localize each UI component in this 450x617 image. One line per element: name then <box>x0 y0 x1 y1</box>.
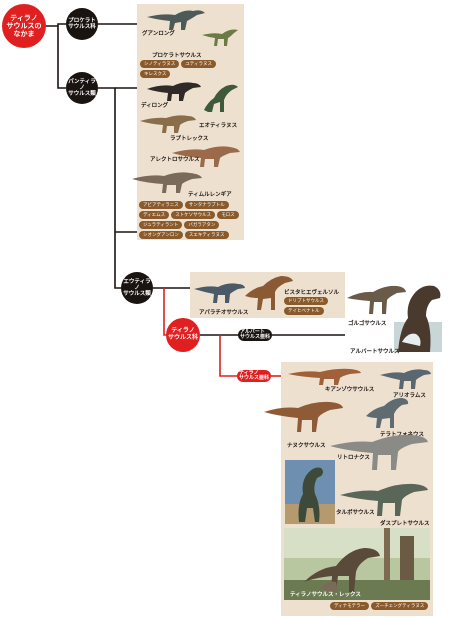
tag-yutyrannus: ユティラヌス <box>181 60 216 68</box>
nanuqsaurus-illustration <box>264 401 343 432</box>
proceratosauridae-tags: シノティラヌス ユティラヌス キレスクス <box>140 60 244 78</box>
appalachiosaurus-label: アパラチオサウルス <box>199 310 249 316</box>
tag-bagaraatan: バガラアタン <box>184 221 220 229</box>
tag-aviatyrannis: アビアティラニス <box>139 201 183 209</box>
proceratosaurus-label: プロケラトサウルス <box>152 53 202 59</box>
gorgosaurus-illustration <box>347 285 406 314</box>
qianzhousaurus-label: キアンゾウサウルス <box>325 387 375 393</box>
proceratosaurus-illustration <box>202 29 238 46</box>
eotyrannus-illustration <box>204 84 238 112</box>
proceratosauridae-node: プロケラト サウルス科 <box>66 8 98 40</box>
albertosaurus-illustration <box>394 285 442 352</box>
appalachiosaurus-illustration <box>194 283 245 303</box>
timurlengia-label: ティムルレンギア <box>188 192 232 198</box>
tag-dryptosaurus: ドリプトサウルス <box>284 297 328 305</box>
guanlong-illustration <box>147 10 205 30</box>
eotyrannus-label: エオティラヌス <box>199 123 238 129</box>
branch-root <box>46 23 66 89</box>
teratophoneus-illustration <box>366 398 409 428</box>
tarbosaurus-illustration <box>285 460 335 524</box>
tyrannosauridae-node: ティラノ サウルス科 <box>166 318 200 352</box>
tag-zhuchengtyrannus: ズーチェングティラヌス <box>371 602 429 610</box>
guanlong-label: グアンロング <box>142 31 175 37</box>
bistahieversor-label: ビスタヒエヴェルソル <box>284 290 340 296</box>
tag-suskityrannus: スエキティラヌス <box>184 231 229 239</box>
daspletosaurus-label: ダスプレトサウルス <box>380 521 430 527</box>
gorgosaurus-label: ゴルゴサウルス <box>348 321 387 327</box>
alioramus-illustration <box>380 369 431 389</box>
tag-diemus: ディエムス <box>139 211 170 219</box>
alioramus-label: アリオラムス <box>393 393 426 399</box>
tyrannosaurinae-tags: ディナモテラー ズーチェングティラヌス <box>330 602 432 610</box>
qianzhousaurus-illustration <box>288 368 361 385</box>
tag-teihivenator: テイヒベナトル <box>284 307 324 315</box>
tyrannosaurus-rex-illustration <box>284 528 430 600</box>
eutyrannosauria-tags: ドリプトサウルス テイヒベナトル <box>284 297 344 315</box>
tarbosaurus-label: タルボサウルス <box>336 510 375 516</box>
eutyrannosauria-node: エウティラノ サウルス類 <box>121 272 153 304</box>
tag-dynamoterror: ディナモテラー <box>330 602 370 610</box>
tag-stokesosaurus: ストケソサウルス <box>171 211 216 219</box>
alectrosaurus-label: アレクトロサウルス <box>150 157 200 163</box>
tyrannosaurinae-pill: ティラノ サウルス亜科 <box>237 369 271 382</box>
daspletosaurus-illustration <box>340 483 428 516</box>
tag-moros: モロス <box>217 211 239 219</box>
raptorex-label: ラプトレックス <box>170 136 209 142</box>
dilong-label: ディロング <box>141 103 169 109</box>
lythronax-illustration <box>330 434 428 470</box>
teratophoneus-label: テラトフォネウス <box>380 432 425 438</box>
raptorex-illustration <box>140 115 196 133</box>
tag-sinotyrannus: シノティラヌス <box>140 60 180 68</box>
root-node: ティラノ サウルスの なかま <box>2 4 46 48</box>
tyrannosaurus-rex-label: ティラノサウルス・レックス <box>290 592 361 598</box>
pantyrannosauria-tags: アビアティラニス サンタナラプトル ディエムス ストケソサウルス モロス ジュラ… <box>139 201 243 239</box>
albertosaurinae-pill: アルバート サウルス亜科 <box>238 328 272 341</box>
tag-xiongguanlong: シオングアンロン <box>139 231 183 239</box>
alectrosaurus-illustration <box>172 146 240 167</box>
tag-juratyrant: ジュラティラント <box>139 221 183 229</box>
tag-kileskus: キレスクス <box>140 70 171 78</box>
bistahieversor-illustration <box>245 276 293 310</box>
dilong-illustration <box>147 82 201 101</box>
branch-pantyrannosauria <box>98 87 121 289</box>
branch-eutyr-down <box>163 288 166 336</box>
albertosaurus-label: アルバートサウルス <box>350 349 400 355</box>
lythronax-label: リトロナクス <box>337 455 370 461</box>
pantyrannosauria-node: パンティラノ サウルス類 <box>66 72 98 104</box>
tag-santanaraptor: サンタナラプトル <box>184 201 229 209</box>
nanuqsaurus-label: ナヌクサウルス <box>287 443 326 449</box>
timurlengia-illustration <box>132 172 202 193</box>
branch-tyr-down <box>219 335 237 377</box>
